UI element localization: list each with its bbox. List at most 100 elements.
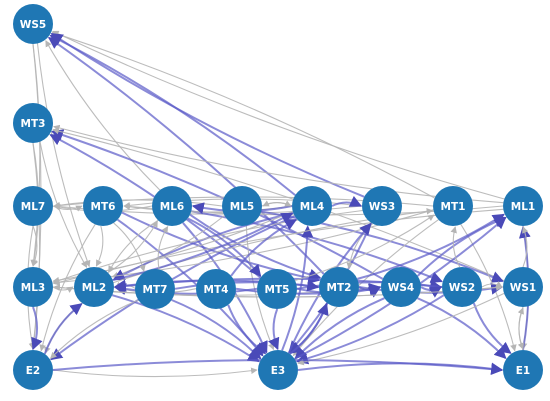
edge-mt1-ws5	[51, 31, 435, 199]
node-circle	[503, 267, 543, 307]
node-label: ML2	[82, 282, 106, 294]
edge-mt7-e2	[50, 299, 139, 359]
node-ws5[interactable]: WS5	[13, 4, 53, 44]
node-circle	[13, 103, 53, 143]
edge-ws1-ml1	[522, 226, 529, 268]
node-circle	[222, 186, 262, 226]
node-label: E2	[26, 365, 40, 377]
node-circle	[503, 350, 543, 390]
node-circle	[258, 350, 298, 390]
edge-ws4-ws2	[420, 286, 443, 298]
node-circle	[292, 186, 332, 226]
node-circle	[381, 267, 421, 307]
edge-mt7-ml6	[157, 226, 169, 270]
node-label: ML7	[21, 201, 45, 213]
node-ml1[interactable]: ML1	[503, 186, 543, 226]
node-mt7[interactable]: MT7	[135, 269, 175, 309]
edge-e1-ws1	[517, 307, 524, 351]
node-ws4[interactable]: WS4	[381, 267, 421, 307]
edge-mt2-ws4	[358, 286, 382, 298]
edge-mt6-mt7	[113, 222, 146, 272]
edge-ml2-ml4	[112, 212, 294, 281]
edge-mt5-mt1	[294, 214, 435, 282]
edge-mt5-e3	[268, 308, 280, 351]
edge-ml3-e2	[31, 306, 43, 351]
node-ml3[interactable]: ML3	[13, 267, 53, 307]
node-mt4[interactable]: MT4	[196, 269, 236, 309]
node-circle	[442, 267, 482, 307]
edge-ws5-ml2	[36, 43, 91, 268]
node-label: ML5	[230, 201, 254, 213]
edge-ml4-ws3	[331, 195, 363, 207]
node-label: MT3	[21, 118, 46, 130]
edge-e2-ml2	[43, 303, 83, 355]
edge-ml5-ml4	[261, 200, 292, 207]
node-e3[interactable]: E3	[258, 350, 298, 390]
edge-mt5-ml2	[113, 283, 258, 295]
node-label: MT2	[327, 282, 352, 294]
node-ws2[interactable]: WS2	[442, 267, 482, 307]
node-circle	[319, 267, 359, 307]
edge-ml6-ws5	[45, 40, 161, 191]
edge-ws2-e1	[472, 302, 512, 354]
edge-ml7-ml3	[32, 225, 39, 267]
node-circle	[74, 267, 114, 307]
node-circle	[13, 350, 53, 390]
node-mt3[interactable]: MT3	[13, 103, 53, 143]
node-ml7[interactable]: ML7	[13, 186, 53, 226]
node-circle	[433, 186, 473, 226]
node-label: E3	[271, 365, 285, 377]
edge-mt4-e3	[227, 304, 267, 355]
node-label: MT4	[204, 284, 229, 296]
node-e2[interactable]: E2	[13, 350, 53, 390]
edge-mt2-ml1	[357, 213, 505, 280]
edge-ws1-e3	[297, 292, 505, 366]
node-circle	[13, 186, 53, 226]
edge-ws3-ws5	[50, 32, 365, 198]
node-e1[interactable]: E1	[503, 350, 543, 390]
node-circle	[13, 267, 53, 307]
edge-mt7-mt2	[174, 279, 320, 292]
edge-e3-mt2	[289, 302, 329, 355]
edge-mt6-ml2	[95, 225, 104, 267]
node-mt1[interactable]: MT1	[433, 186, 473, 226]
node-ws1[interactable]: WS1	[503, 267, 543, 307]
node-label: ML4	[300, 201, 324, 213]
edge-e2-e3	[52, 367, 258, 378]
node-label: MT5	[265, 284, 290, 296]
node-mt2[interactable]: MT2	[319, 267, 359, 307]
node-circle	[362, 186, 402, 226]
node-ml5[interactable]: ML5	[222, 186, 262, 226]
node-ml2[interactable]: ML2	[74, 267, 114, 307]
edge-ml2-e3	[111, 294, 260, 363]
edge-ml3-ml2	[52, 286, 74, 293]
node-mt5[interactable]: MT5	[257, 269, 297, 309]
node-mt6[interactable]: MT6	[83, 186, 123, 226]
edge-ml4-ws5	[49, 34, 296, 196]
edge-ws2-mt1	[450, 226, 461, 268]
node-ml6[interactable]: ML6	[152, 186, 192, 226]
node-label: MT6	[91, 201, 116, 213]
edge-ml4-ml2	[112, 212, 294, 281]
node-circle	[257, 269, 297, 309]
node-label: MT1	[441, 201, 466, 213]
node-label: E1	[516, 365, 530, 377]
edge-ml5-ml7	[53, 199, 223, 209]
node-label: WS5	[20, 19, 46, 31]
edge-ws4-e3	[294, 297, 385, 360]
node-circle	[196, 269, 236, 309]
edge-mt4-ml4	[230, 218, 298, 277]
node-label: MT7	[143, 284, 168, 296]
edge-ml1-ws5	[52, 30, 505, 200]
node-label: WS2	[449, 282, 475, 294]
node-label: WS4	[388, 282, 414, 294]
edge-mt6-e2	[39, 224, 96, 352]
edge-mt3-e2	[30, 142, 41, 350]
node-circle	[83, 186, 123, 226]
node-label: WS3	[369, 201, 395, 213]
node-ml4[interactable]: ML4	[292, 186, 332, 226]
node-ws3[interactable]: WS3	[362, 186, 402, 226]
node-label: ML1	[511, 201, 535, 213]
